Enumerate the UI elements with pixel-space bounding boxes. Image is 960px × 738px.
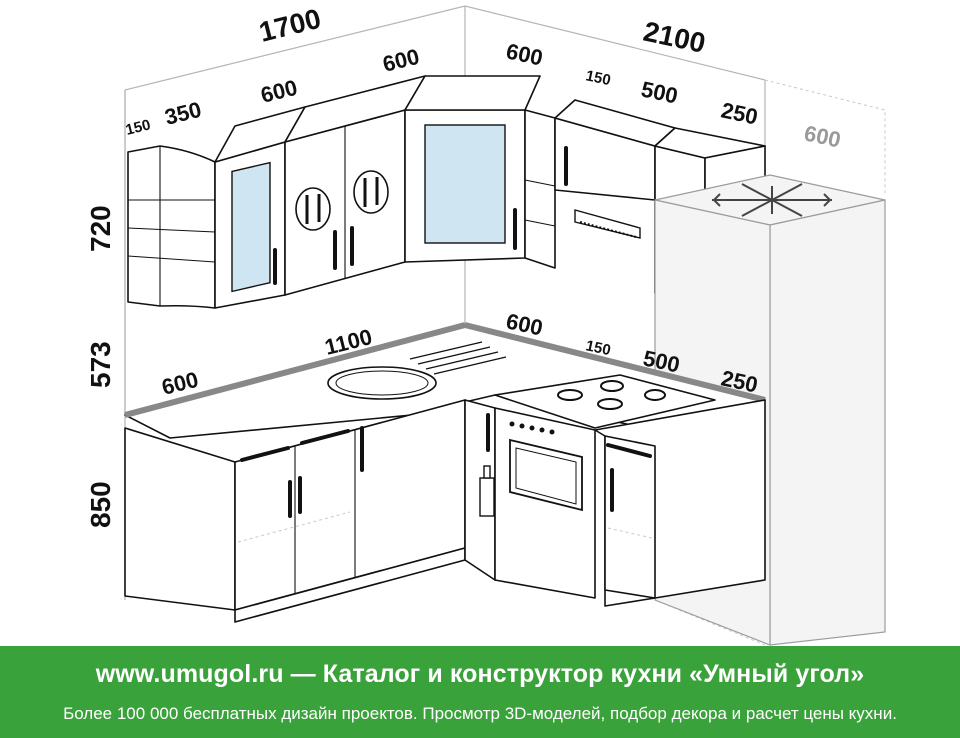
oven-door bbox=[509, 438, 583, 512]
dim-height-720: 720 bbox=[85, 205, 116, 252]
base-right-cabinet bbox=[594, 399, 766, 607]
dim-height-850: 850 bbox=[85, 481, 116, 528]
drawer-handle bbox=[240, 446, 290, 462]
fork-knife-icon bbox=[295, 187, 331, 231]
cooktop-burner-icon bbox=[557, 380, 666, 410]
range-hood-icon bbox=[574, 209, 641, 239]
sink-icon bbox=[327, 366, 437, 400]
base-corner-bottle-cabinet bbox=[464, 399, 496, 581]
kitchen-3d-diagram: 1700 2100 150 350 600 600 600 150 500 25… bbox=[85, 3, 886, 646]
drawer-handle bbox=[606, 443, 652, 458]
bottle-icon bbox=[479, 465, 495, 517]
fork-knife-icon bbox=[353, 170, 389, 214]
upper-corner-cabinet bbox=[404, 75, 541, 263]
glass-panel bbox=[424, 124, 506, 244]
dim-upper-600-left: 600 bbox=[258, 75, 300, 108]
base-left-cabinets bbox=[124, 399, 466, 623]
dim-wall-left-total: 1700 bbox=[256, 3, 324, 48]
dim-fridge-600: 600 bbox=[802, 120, 843, 152]
dim-upper-corner-right-600: 600 bbox=[504, 38, 545, 70]
snowflake-icon bbox=[712, 183, 832, 217]
footer-banner: www.umugol.ru — Каталог и конструктор ку… bbox=[0, 646, 960, 738]
drawer-handle bbox=[300, 429, 350, 445]
dim-upper-right-250: 250 bbox=[719, 97, 760, 129]
footer-subtitle: Более 100 000 бесплатных дизайн проектов… bbox=[63, 704, 897, 723]
upper-hood-cabinet bbox=[554, 99, 676, 239]
dim-counter-150: 150 bbox=[584, 337, 612, 359]
stove bbox=[494, 374, 716, 599]
footer-title[interactable]: www.umugol.ru — Каталог и конструктор ку… bbox=[95, 660, 865, 688]
dim-upper-right-150: 150 bbox=[584, 67, 612, 89]
dim-upper-right-500: 500 bbox=[639, 76, 680, 108]
upper-open-shelf bbox=[127, 145, 216, 309]
oven-knob-icon bbox=[509, 421, 555, 435]
upper-right-shelf bbox=[524, 109, 556, 269]
dim-upper-350: 350 bbox=[162, 97, 204, 130]
dim-upper-150: 150 bbox=[124, 116, 152, 139]
glass-panel bbox=[231, 161, 271, 293]
dim-height-573: 573 bbox=[85, 341, 116, 388]
upper-double-cabinet bbox=[284, 75, 426, 296]
drainboard-lines bbox=[409, 341, 507, 375]
dim-upper-corner-left-600: 600 bbox=[380, 44, 422, 77]
